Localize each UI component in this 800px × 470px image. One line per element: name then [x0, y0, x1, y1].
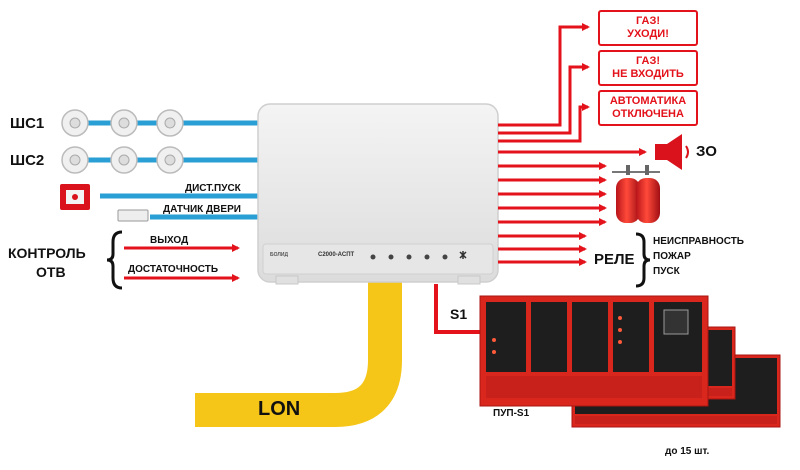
- otv-control-label: КОНТРОЛЬ: [8, 245, 86, 261]
- device-brand: БОЛИД: [270, 252, 289, 258]
- loop-2-label: ШС2: [10, 152, 45, 169]
- door-sensor-label: ДАТЧИК ДВЕРИ: [163, 204, 241, 215]
- smoke-detector-icon: [156, 109, 184, 137]
- loop-1-label: ШС1: [10, 115, 45, 132]
- panel-quantity-label: до 15 шт.: [665, 446, 710, 457]
- relay-label: РЕЛЕ: [594, 251, 635, 268]
- smoke-detector-icon: [156, 146, 184, 174]
- gas-cylinder-icon: [612, 165, 660, 223]
- automation-off-sign: АВТОМАТИКА ОТКЛЮЧЕНА: [598, 90, 698, 126]
- door-sensor-icon: [117, 209, 149, 222]
- lon-bus: [195, 270, 402, 427]
- gas-leave-sign: ГАЗ! УХОДИ!: [598, 10, 698, 46]
- smoke-detector-icon: [110, 146, 138, 174]
- relay-fault-label: НЕИСПРАВНОСТЬ: [653, 236, 744, 247]
- gas-no-entry-sign: ГАЗ! НЕ ВХОДИТЬ: [598, 50, 698, 86]
- otv-label: ОТВ: [36, 264, 66, 280]
- otv-brace: [106, 230, 123, 290]
- relay-arrows: [498, 232, 587, 266]
- s1-line: [434, 284, 486, 334]
- extinguisher-arrows: [498, 162, 607, 226]
- relay-brace: [635, 232, 651, 288]
- s1-label: S1: [450, 306, 468, 322]
- smoke-detector-icon: [61, 146, 89, 174]
- siren-label: ЗО: [696, 143, 717, 160]
- siren-icon: [655, 134, 689, 170]
- lon-label: LON: [258, 398, 301, 420]
- control-device: [257, 103, 499, 285]
- panel-unit: [479, 295, 709, 407]
- smoke-detector-icon: [61, 109, 89, 137]
- relay-start-label: ПУСК: [653, 266, 680, 277]
- otv-sufficiency-label: ДОСТАТОЧНОСТЬ: [128, 264, 219, 275]
- manual-call-point-icon: [60, 184, 90, 210]
- device-model: С2000-АСПТ: [318, 252, 355, 258]
- remote-start-label: ДИСТ.ПУСК: [185, 183, 241, 194]
- smoke-detector-icon: [110, 109, 138, 137]
- relay-fire-label: ПОЖАР: [653, 251, 691, 262]
- device-logo-icon: [459, 251, 467, 259]
- otv-output-label: ВЫХОД: [150, 235, 189, 246]
- signal-lines: [498, 23, 590, 143]
- panel-name-label: ПУП-S1: [493, 408, 530, 419]
